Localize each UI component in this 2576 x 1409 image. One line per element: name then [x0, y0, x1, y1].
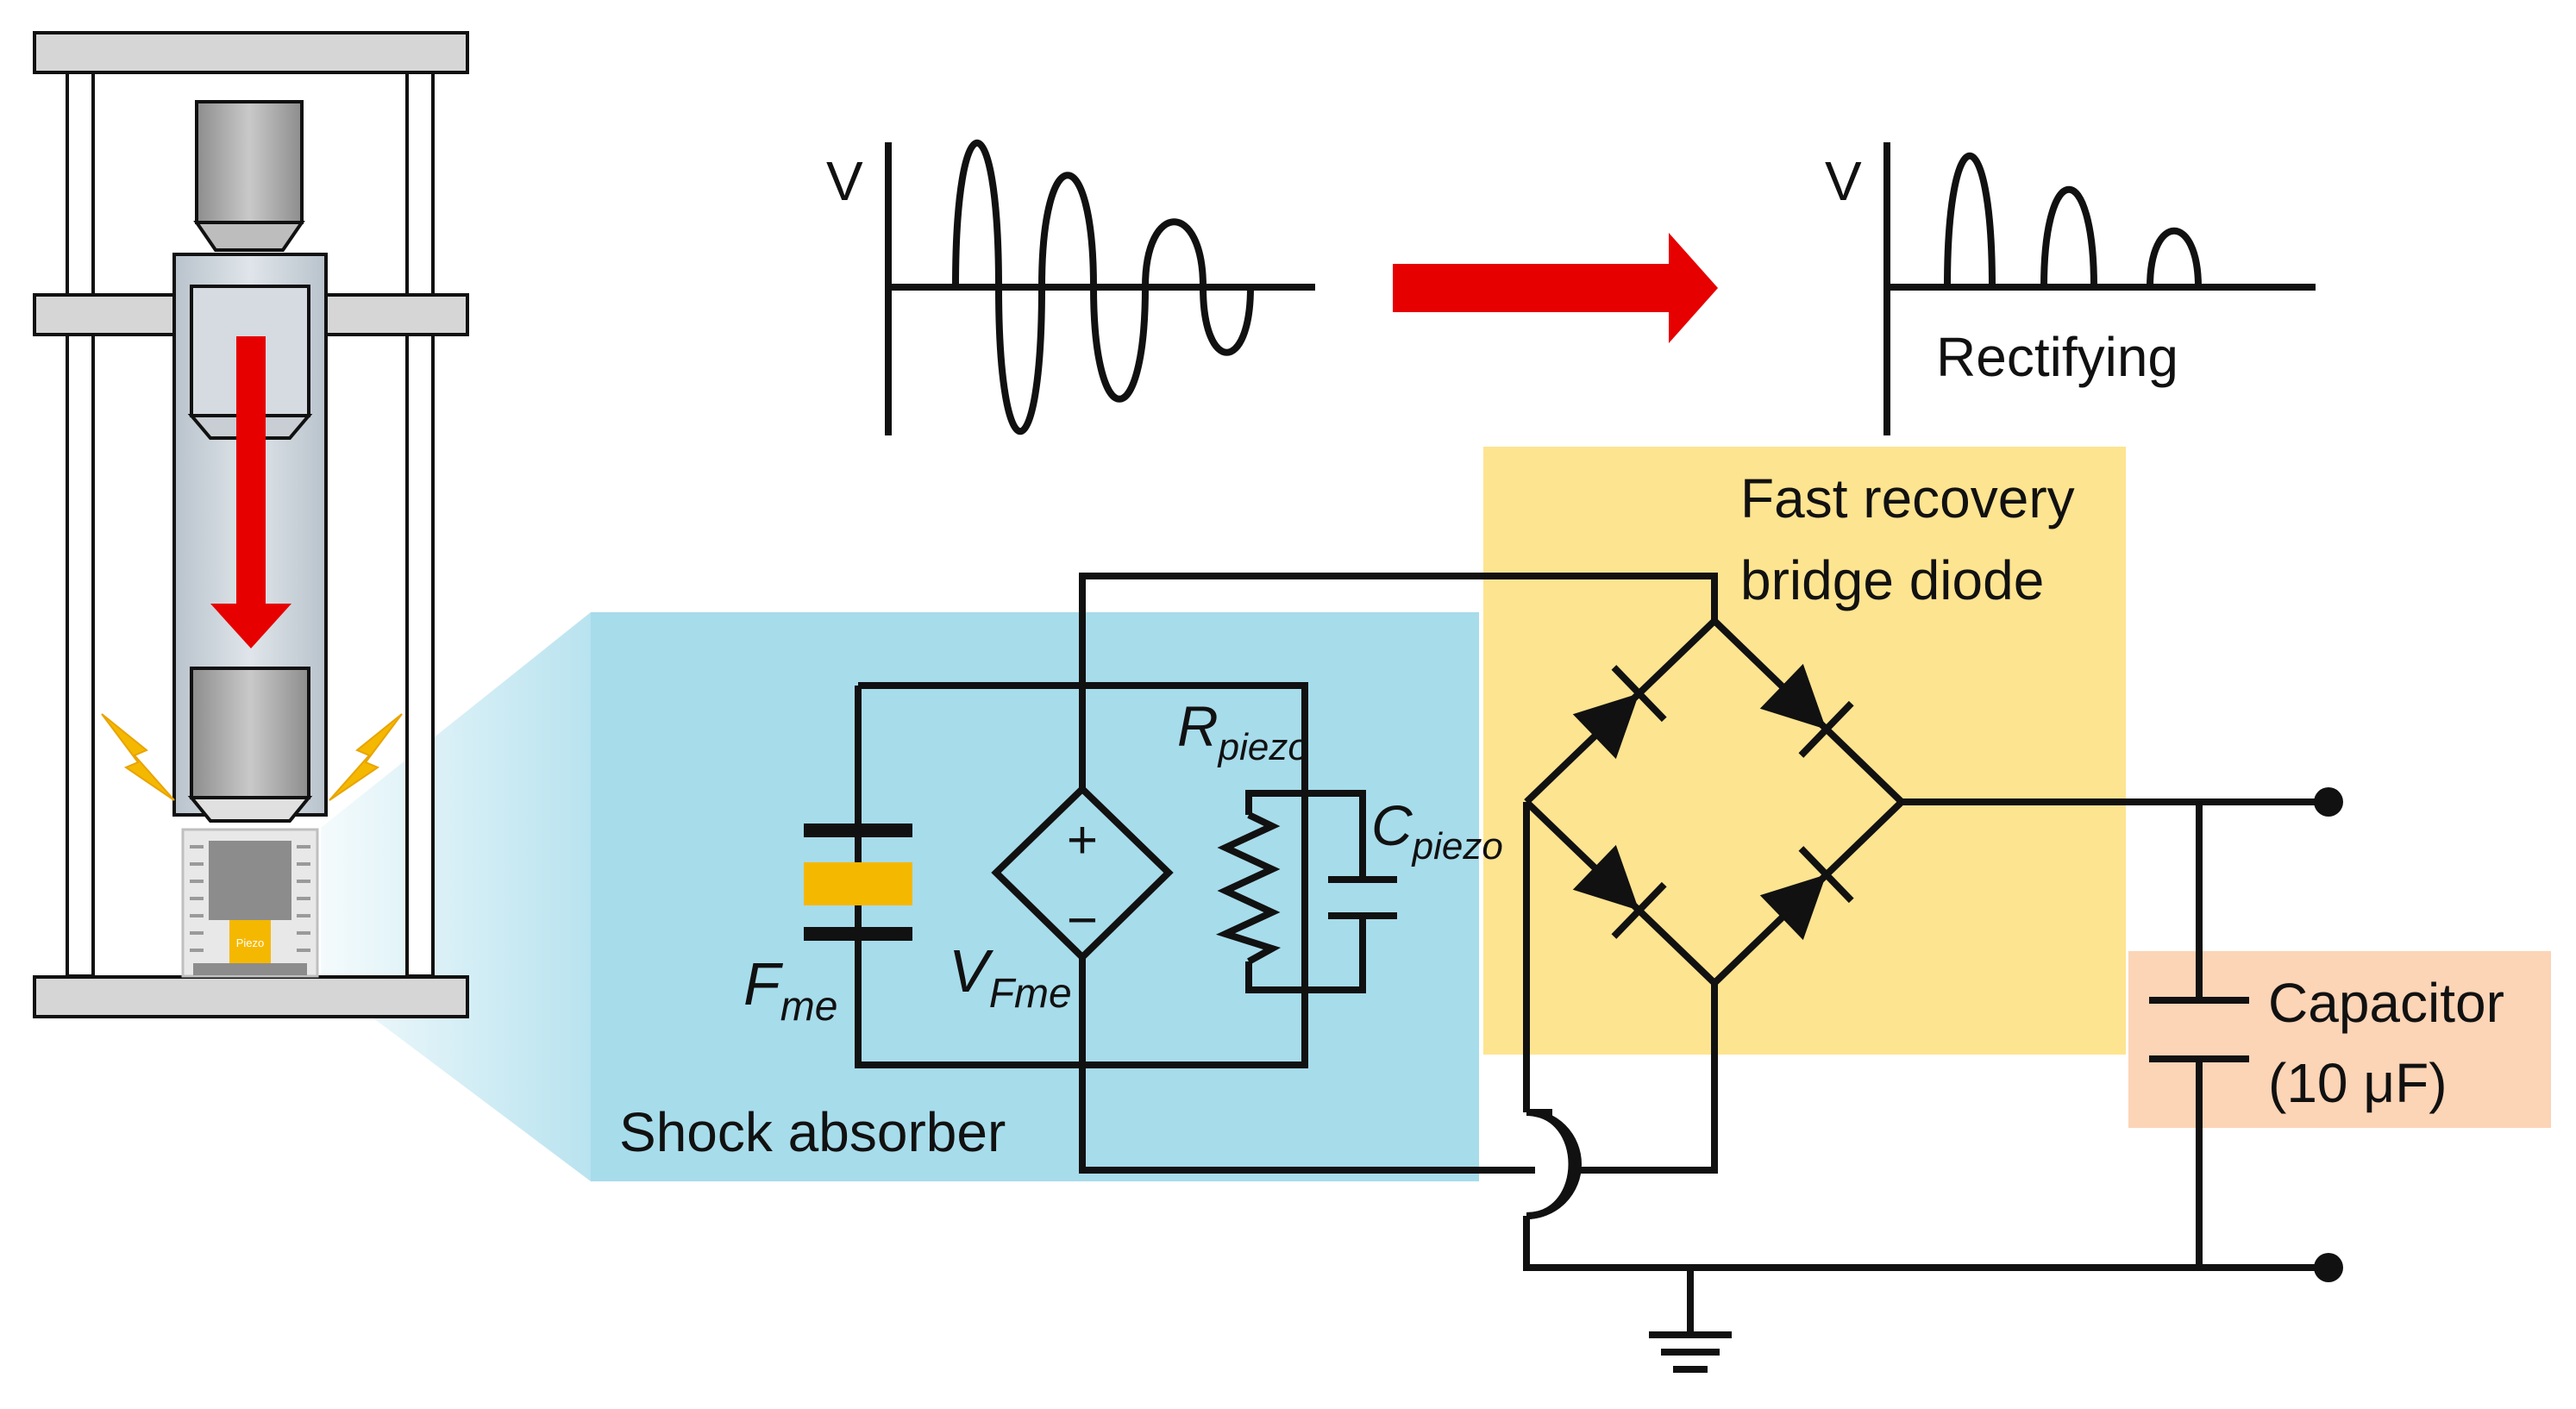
drop-arrow [210, 336, 291, 648]
circuit-wiring [855, 573, 2328, 1335]
bridge-diode-title-line1: Fast recovery [1740, 467, 2075, 529]
impact-spark-icon [101, 713, 175, 801]
output-terminal-positive [2314, 787, 2343, 817]
drop-test-apparatus: Piezo [33, 31, 469, 1018]
fme-label: Fme [743, 950, 837, 1030]
rectify-arrow [1393, 233, 1718, 343]
dependent-voltage-source: + − [991, 784, 1174, 962]
resistor-element [1215, 811, 1282, 965]
capacitor-label-line1: Capacitor [2268, 972, 2504, 1034]
minus-sign: − [1067, 891, 1098, 950]
bridge-diode-title-line2: bridge diode [1740, 549, 2044, 611]
shock-absorber-label: Shock absorber [619, 1101, 1006, 1163]
piezo-label: Piezo [236, 936, 265, 949]
output-capacitor-element [2149, 997, 2249, 1062]
diode-lower-left [1572, 844, 1667, 939]
impact-spark-icon [329, 713, 403, 801]
raw-waveform-axis-label: V [826, 150, 863, 212]
diode-upper-right [1759, 663, 1854, 758]
piezo-capacitor-element [1328, 876, 1397, 919]
raw-voltage-waveform [885, 140, 1315, 435]
r-piezo-label: Rpiezo [1177, 694, 1309, 768]
rectified-voltage-waveform [1883, 142, 2316, 435]
output-terminal-negative [2314, 1253, 2343, 1282]
ground-icon [1649, 1331, 1732, 1373]
capacitor-label-line2: (10 μF) [2268, 1052, 2448, 1114]
c-piezo-label: Cpiezo [1371, 793, 1503, 867]
zoom-callout [321, 612, 591, 1181]
plus-sign: + [1067, 811, 1098, 870]
rectifying-caption: Rectifying [1936, 326, 2178, 388]
force-source-element [804, 823, 912, 941]
shock-absorber-box [591, 612, 1479, 1181]
diode-lower-right [1759, 846, 1854, 941]
vfme-label: VFme [949, 937, 1072, 1017]
diode-upper-left [1572, 665, 1667, 760]
rectified-waveform-axis-label: V [1825, 150, 1862, 212]
